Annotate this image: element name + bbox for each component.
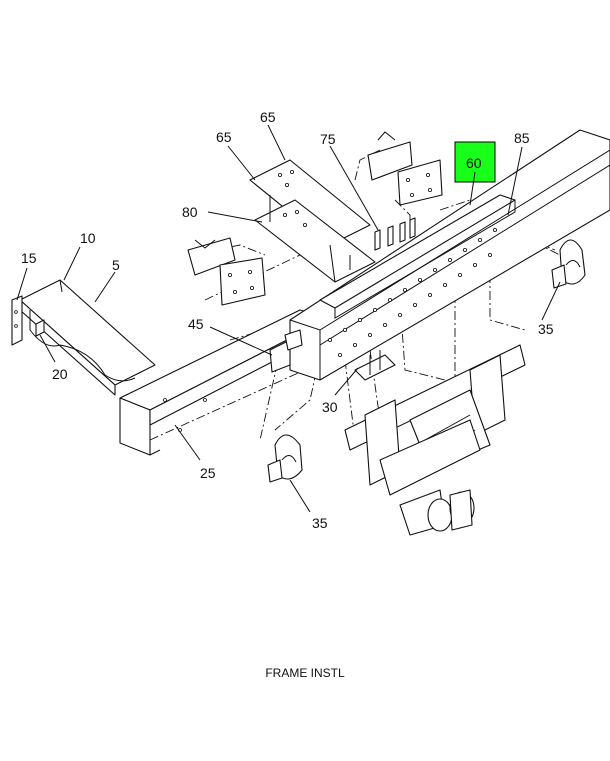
- bolts: [374, 217, 416, 251]
- callout-60[interactable]: 60: [466, 155, 482, 171]
- diagram-caption: FRAME INSTL: [265, 666, 345, 680]
- callout-65-left[interactable]: 65: [216, 129, 232, 145]
- callout-45[interactable]: 45: [188, 316, 204, 332]
- callout-25[interactable]: 25: [200, 465, 216, 481]
- rear-crossmember: [344, 344, 526, 496]
- gusset-bracket-right: [367, 131, 443, 206]
- callout-30[interactable]: 30: [322, 399, 338, 415]
- callout-15[interactable]: 15: [21, 250, 37, 266]
- pintle-hitch: [399, 489, 475, 536]
- callout-35-right[interactable]: 35: [538, 321, 554, 337]
- reinforcement-rail: [319, 194, 516, 319]
- tow-hook-lower: [267, 434, 303, 483]
- callout-65-top[interactable]: 65: [260, 109, 276, 125]
- gusset-bracket-left: [187, 237, 266, 306]
- callout-10[interactable]: 10: [80, 230, 96, 246]
- frame-rail-right: [289, 129, 610, 381]
- upper-crossmember: [249, 159, 376, 283]
- tow-hook-right: [551, 239, 586, 289]
- front-bracket: [11, 295, 45, 346]
- callout-5[interactable]: 5: [112, 257, 120, 273]
- tie-down-bracket: [269, 329, 303, 373]
- callout-20[interactable]: 20: [52, 366, 68, 382]
- leader-lines: [16, 124, 561, 513]
- callout-75[interactable]: 75: [320, 131, 336, 147]
- front-crossmember: [19, 279, 156, 396]
- callout-80[interactable]: 80: [182, 204, 198, 220]
- callouts: 5 10 15 20 25 30 35 35 45 60 65 65 75 80…: [21, 109, 554, 531]
- callout-85[interactable]: 85: [514, 130, 530, 146]
- callout-35-lower[interactable]: 35: [312, 515, 328, 531]
- rivet-holes: [327, 227, 497, 357]
- spacer-plate: [354, 350, 396, 381]
